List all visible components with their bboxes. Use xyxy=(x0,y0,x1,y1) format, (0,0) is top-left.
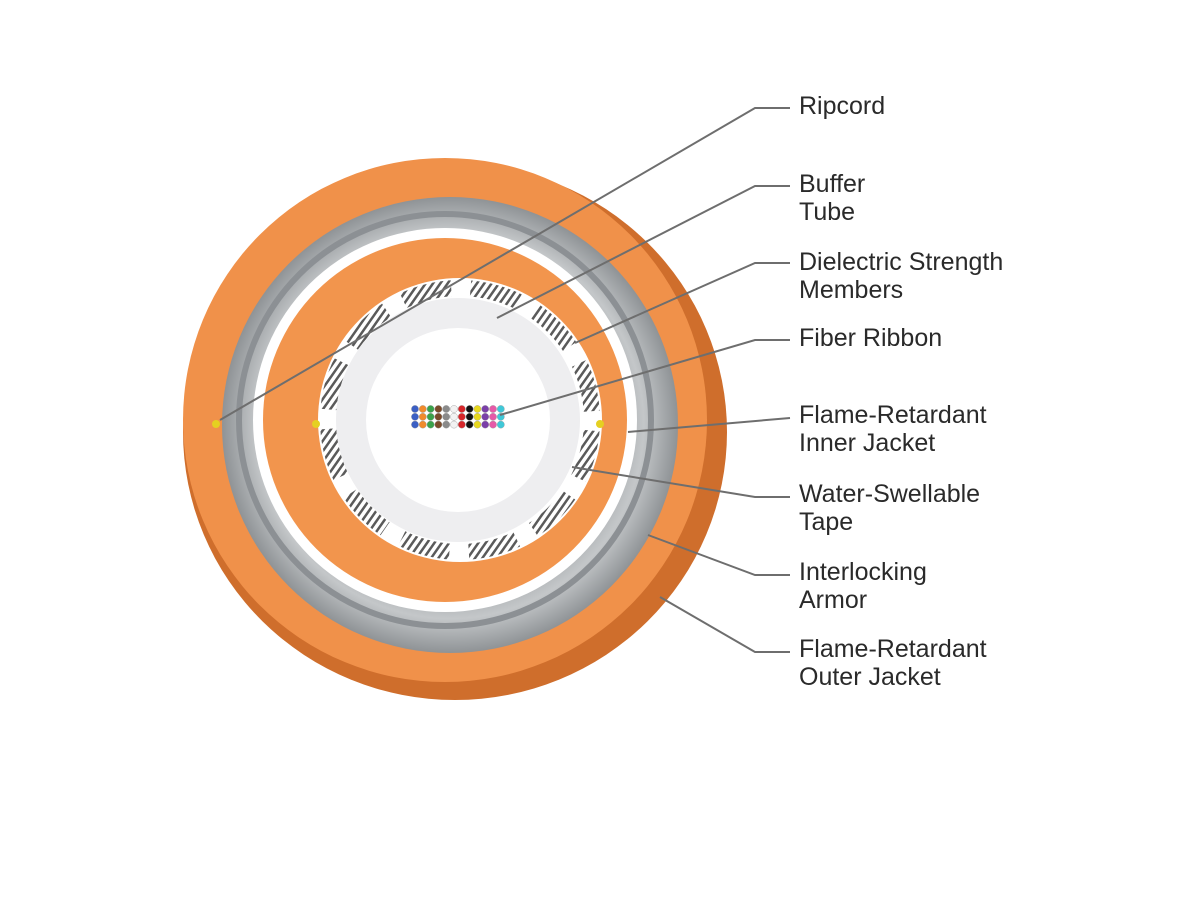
ripcord-dot xyxy=(312,420,320,428)
label-water-swellable-tape: Water-Swellable Tape xyxy=(799,480,981,536)
leader-inner-jacket xyxy=(627,417,791,433)
fiber-dot xyxy=(426,420,435,429)
fiber-dot xyxy=(434,405,443,413)
label-fiber-ribbon: Fiber Ribbon xyxy=(799,324,943,352)
fiber-dot xyxy=(465,405,474,413)
fiber-dot xyxy=(473,405,482,413)
fiber-dot xyxy=(473,412,482,421)
ripcord-dot xyxy=(212,420,220,428)
fiber-dot xyxy=(411,412,419,421)
fiber-dot xyxy=(496,405,505,413)
fiber-dot xyxy=(418,420,427,429)
leader-buffer-tube xyxy=(496,185,790,319)
fiber-dot xyxy=(496,420,505,429)
interlocking-armor-inner-band xyxy=(236,211,654,629)
fiber-dot xyxy=(418,405,427,413)
leader-ripcord xyxy=(219,107,790,421)
fiber-dot xyxy=(442,420,451,429)
fiber-dot xyxy=(434,412,443,421)
fiber-dot xyxy=(465,420,474,429)
strength-member-yarn xyxy=(320,358,349,411)
label-dielectric-strength-members: Dielectric Strength Members xyxy=(799,248,1004,304)
fiber-dot xyxy=(457,412,466,421)
label-ripcord: Ripcord xyxy=(799,92,886,120)
fiber-dot xyxy=(489,405,497,413)
buffer-tube-inner xyxy=(366,328,550,512)
fiber-dot xyxy=(426,405,435,413)
strength-member-yarn xyxy=(344,303,391,350)
strength-member-yarn xyxy=(399,280,452,309)
fiber-dot xyxy=(411,420,419,429)
strength-member-yarn xyxy=(343,489,390,536)
fiber-dot xyxy=(450,405,458,413)
strength-member-yarn xyxy=(529,490,576,537)
label-outer-jacket: Flame-Retardant Outer Jacket xyxy=(799,635,987,691)
callout-leader-lines xyxy=(219,107,791,653)
leader-interlocking-armor xyxy=(647,534,790,576)
strength-member-yarn xyxy=(468,531,521,560)
strength-member-yarn xyxy=(469,280,522,309)
fiber-dot xyxy=(450,420,458,429)
strength-member-yarn xyxy=(571,359,600,412)
fiber-dot xyxy=(481,420,490,429)
leader-outer-jacket xyxy=(659,596,790,653)
fiber-dot xyxy=(434,420,443,429)
leader-fiber-ribbon xyxy=(499,339,790,416)
leader-dielectric-strength-members xyxy=(574,262,790,344)
label-buffer-tube: Buffer Tube xyxy=(799,170,866,226)
fiber-dot xyxy=(418,412,427,421)
fiber-dot xyxy=(489,420,497,429)
fiber-dot xyxy=(450,412,458,421)
fiber-dot xyxy=(442,405,451,413)
strength-member-yarn xyxy=(320,428,349,481)
label-interlocking-armor: Interlocking Armor xyxy=(799,558,927,614)
ripcord-dot xyxy=(596,420,604,428)
fiber-dot xyxy=(457,405,466,413)
fiber-dot xyxy=(465,412,474,421)
dielectric-strength-members xyxy=(320,280,600,560)
fiber-dot xyxy=(489,412,497,421)
strength-member-yarn xyxy=(530,304,577,351)
fiber-dot xyxy=(442,412,451,421)
fiber-dot xyxy=(426,412,435,421)
strength-member-yarn xyxy=(398,531,451,560)
fiber-dot xyxy=(411,405,419,413)
fiber-dot xyxy=(457,420,466,429)
fiber-dot xyxy=(481,412,490,421)
fiber-dot xyxy=(473,420,482,429)
label-inner-jacket: Flame-Retardant Inner Jacket xyxy=(799,401,987,457)
fiber-dot xyxy=(481,405,490,413)
leader-water-swellable-tape xyxy=(571,466,790,498)
